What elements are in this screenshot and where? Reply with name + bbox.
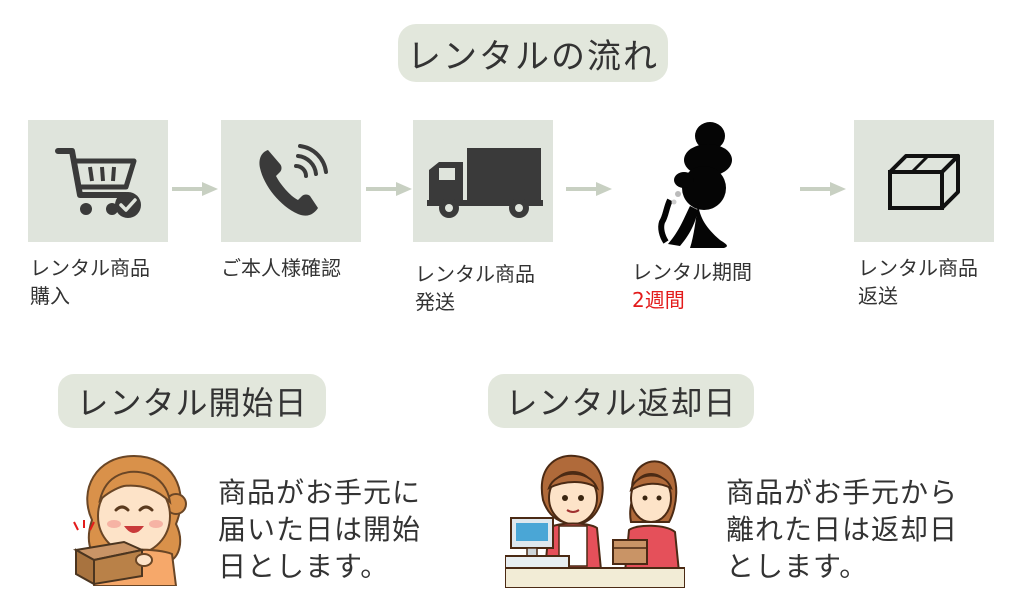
japanese-woman-silhouette-icon	[658, 122, 732, 248]
rental-start-description: 商品がお手元に 届いた日は開始 日とします。	[218, 474, 421, 585]
description-line: 商品がお手元から	[726, 476, 959, 509]
page-title: レンタルの流れ	[398, 24, 668, 82]
step-label-line2: 返送	[858, 284, 898, 308]
step-box-return	[854, 120, 994, 242]
step-label-line1: レンタル商品	[415, 262, 535, 286]
rental-duration-highlight: 2週間	[632, 288, 685, 312]
step-box-purchase	[28, 120, 168, 242]
step-box-identity	[221, 120, 361, 242]
step-label-line2: 購入	[30, 284, 70, 308]
description-line: 離れた日は返却日	[726, 513, 959, 546]
arrow-right-icon	[800, 182, 846, 196]
description-line: とします。	[726, 550, 869, 583]
step-rental-period-figure	[640, 118, 750, 250]
step-label-line1: レンタル商品	[858, 256, 978, 280]
arrow-right-icon	[566, 182, 612, 196]
rental-start-title: レンタル開始日	[58, 374, 326, 428]
step-label-purchase: レンタル商品 購入	[30, 254, 150, 310]
rental-return-description: 商品がお手元から 離れた日は返却日 とします。	[726, 474, 958, 585]
step-label-shipping: レンタル商品 発送	[415, 260, 535, 316]
description-line: 届いた日は開始	[218, 513, 422, 546]
description-line: 日とします。	[218, 550, 390, 583]
shop-counter-illustration	[504, 448, 686, 589]
truck-icon	[427, 148, 543, 218]
step-label-line1: ご本人様確認	[221, 256, 341, 280]
step-label-line1: レンタル期間	[632, 260, 752, 284]
step-label-identity: ご本人様確認	[221, 254, 341, 282]
package-box-icon	[888, 154, 960, 210]
woman-holding-box-illustration	[72, 450, 198, 587]
step-label-line2: 発送	[415, 290, 455, 314]
step-box-shipping	[413, 120, 553, 242]
arrow-right-icon	[366, 182, 412, 196]
phone-icon	[259, 144, 328, 216]
step-label-line1: レンタル商品	[30, 256, 150, 280]
shopping-cart-icon	[55, 148, 141, 218]
step-label-rental-period: レンタル期間 2週間	[632, 258, 752, 314]
description-line: 商品がお手元に	[218, 476, 422, 509]
arrow-right-icon	[172, 182, 218, 196]
step-label-return: レンタル商品 返送	[858, 254, 978, 310]
rental-return-title: レンタル返却日	[488, 374, 754, 428]
